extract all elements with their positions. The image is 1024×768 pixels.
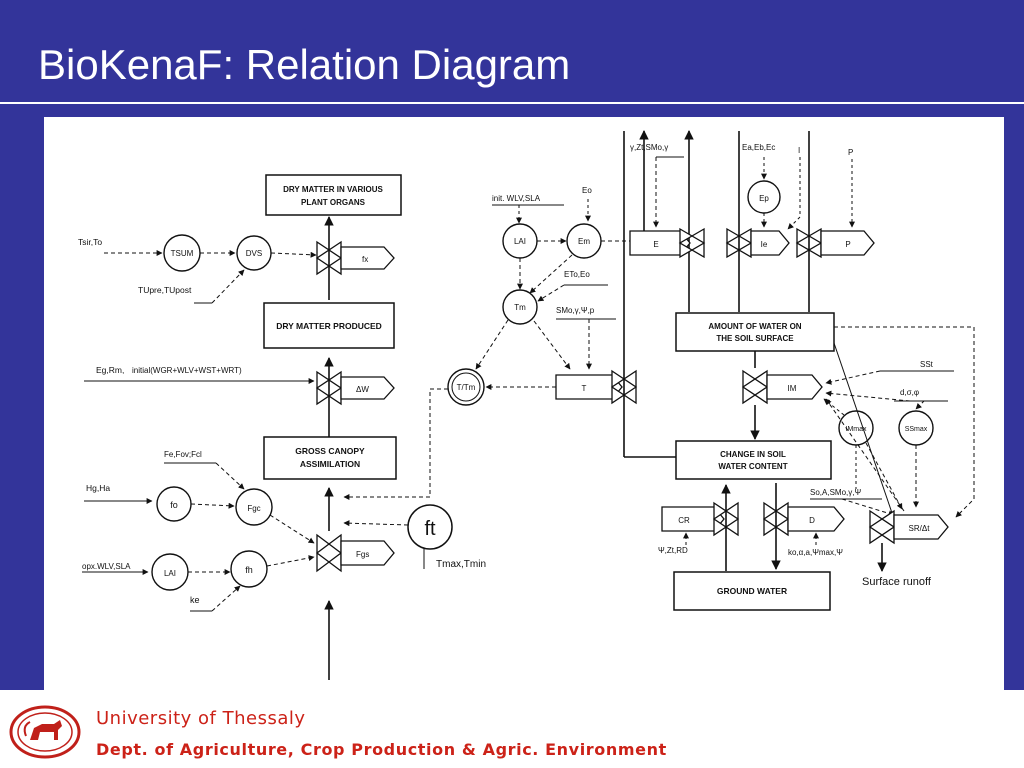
svg-text:IMmax: IMmax <box>846 426 868 433</box>
svg-text:WATER CONTENT: WATER CONTENT <box>718 462 787 471</box>
valve-sr: SR/Δt <box>868 509 949 545</box>
label-fe-fov-fcl: Fe,Fov;Fcl <box>164 450 202 459</box>
label-top-i: I <box>798 146 800 155</box>
slide-title: BioKenaF: Relation Diagram <box>38 41 571 88</box>
svg-text:fh: fh <box>245 565 253 575</box>
svg-text:SSmax: SSmax <box>905 426 928 433</box>
label-egrm: Eg,Rm, <box>96 365 124 375</box>
valve-e: E <box>629 227 706 259</box>
svg-text:CHANGE IN SOIL: CHANGE IN SOIL <box>720 450 786 459</box>
valve-fx: fx <box>315 240 395 276</box>
box-dry-matter-organs: DRY MATTER IN VARIOUS PLANT ORGANS <box>265 174 402 216</box>
svg-text:T/Tm: T/Tm <box>457 383 476 392</box>
valve-p: P <box>795 227 875 259</box>
label-eo: Eo <box>582 186 592 195</box>
svg-text:DVS: DVS <box>246 249 262 258</box>
circle-tsum: TSUM <box>163 234 201 272</box>
label-top-e: γ,Zt,SMo,γ <box>630 143 668 152</box>
svg-text:TSUM: TSUM <box>171 249 194 258</box>
label-tsir: Tsir,To <box>78 237 102 247</box>
svg-text:PLANT ORGANS: PLANT ORGANS <box>301 198 366 207</box>
svg-text:AMOUNT OF WATER ON: AMOUNT OF WATER ON <box>708 322 801 331</box>
label-so-a-smo: So,A,SMo,γ,Ψ <box>810 488 861 497</box>
label-surface-runoff: Surface runoff <box>862 576 932 588</box>
svg-text:fo: fo <box>170 500 178 510</box>
svg-text:SR/Δt: SR/Δt <box>909 524 931 533</box>
circle-fh: fh <box>230 550 268 588</box>
svg-text:T: T <box>582 384 587 393</box>
svg-text:CR: CR <box>678 516 690 525</box>
valve-fgs: Fgs <box>315 533 395 573</box>
svg-text:ΔW: ΔW <box>356 385 369 394</box>
box-ground-water: GROUND WATER <box>673 571 831 611</box>
circle-ft: ft <box>407 504 453 550</box>
svg-text:Em: Em <box>578 237 590 246</box>
label-ke: ke <box>190 595 200 605</box>
svg-text:DRY MATTER IN VARIOUS: DRY MATTER IN VARIOUS <box>283 185 383 194</box>
label-init-wlv-sla: init. WLV,SLA <box>492 194 541 203</box>
svg-text:Ie: Ie <box>761 240 768 249</box>
label-tmax-tmin: Tmax,Tmin <box>436 559 486 570</box>
circle-em: Em <box>566 223 602 259</box>
box-change-soil: CHANGE IN SOIL WATER CONTENT <box>675 440 832 480</box>
circle-ep: Ep <box>747 180 781 214</box>
svg-text:Fgs: Fgs <box>356 550 369 559</box>
valve-im: IM <box>741 369 823 405</box>
footer <box>0 690 1024 768</box>
label-smo: SMo,γ,Ψ,p <box>556 306 595 315</box>
label-initial: initial(WGR+WLV+WST+WRT) <box>132 366 242 375</box>
svg-text:THE SOIL SURFACE: THE SOIL SURFACE <box>716 334 794 343</box>
box-water-surface: AMOUNT OF WATER ON THE SOIL SURFACE <box>675 312 835 352</box>
svg-text:GROUND WATER: GROUND WATER <box>717 586 787 596</box>
box-gross-canopy: GROSS CANOPY ASSIMILATION <box>263 436 397 480</box>
svg-text:Tm: Tm <box>514 303 526 312</box>
svg-text:LAI: LAI <box>514 237 526 246</box>
valve-d: D <box>762 501 845 537</box>
label-sst: SSt <box>920 360 934 369</box>
valve-ie: Ie <box>725 227 790 259</box>
svg-text:Fgc: Fgc <box>247 504 260 513</box>
university-name: University of Thessaly <box>96 708 306 729</box>
relation-diagram: DRY MATTER IN VARIOUS PLANT ORGANS DRY M… <box>44 117 1004 690</box>
svg-text:DRY MATTER PRODUCED: DRY MATTER PRODUCED <box>276 321 382 331</box>
label-top-p: P <box>848 148 853 157</box>
label-opx: opx.WLV,SLA <box>82 562 131 571</box>
label-d-inputs: ko,α,a,Ψmax,Ψ <box>788 548 843 557</box>
svg-text:E: E <box>653 240 658 249</box>
circle-ss-max: SSmax <box>898 410 934 446</box>
circle-t-ratio: T/Tm <box>447 368 485 406</box>
circle-fo: fo <box>156 486 192 522</box>
svg-text:IM: IM <box>788 384 797 393</box>
label-d-sigma-phi: d,σ,φ <box>900 388 919 397</box>
svg-text:ft: ft <box>424 518 436 540</box>
svg-text:GROSS CANOPY: GROSS CANOPY <box>295 446 365 456</box>
svg-text:LAI: LAI <box>164 569 176 578</box>
svg-text:fx: fx <box>362 255 368 264</box>
circle-lai-bottom: LAI <box>151 553 189 591</box>
svg-text:Ep: Ep <box>759 194 769 203</box>
university-logo <box>9 705 81 759</box>
box-dry-matter-produced: DRY MATTER PRODUCED <box>263 302 395 349</box>
svg-text:P: P <box>845 240 850 249</box>
title-divider <box>0 102 1024 104</box>
svg-text:ASSIMILATION: ASSIMILATION <box>300 459 360 469</box>
valve-fgc: Fgc <box>235 488 273 526</box>
circle-dvs: DVS <box>236 235 272 271</box>
circle-lai-top: LAI <box>502 223 538 259</box>
valve-dw: ΔW <box>315 370 395 406</box>
label-eto-eo: ETo,Eo <box>564 270 590 279</box>
svg-text:D: D <box>809 516 815 525</box>
circle-tm: Tm <box>502 289 538 325</box>
label-tu: TUpre,TUpost <box>138 285 192 295</box>
label-hg-ha: Hg,Ha <box>86 483 110 493</box>
label-top-ie: Ea,Eb,Ec <box>742 143 775 152</box>
label-cr-inputs: Ψ,Zt,RD <box>658 546 688 555</box>
department-name: Dept. of Agriculture, Crop Production & … <box>96 740 667 759</box>
circle-im-max: IMmax <box>838 410 874 446</box>
